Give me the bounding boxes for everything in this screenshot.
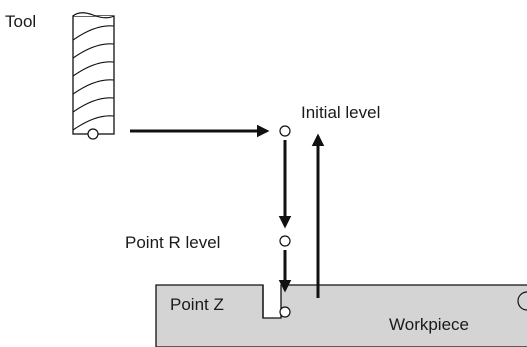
tool-label: Tool [5, 12, 36, 31]
initial-level-point [279, 125, 291, 137]
tool-icon [72, 12, 115, 140]
point-z-point [279, 306, 291, 318]
workpiece-label: Workpiece [389, 315, 469, 334]
initial-level-label: Initial level [301, 103, 380, 122]
point-z-label: Point Z [170, 295, 224, 314]
point-r-level-label: Point R level [125, 233, 220, 252]
workpiece-edge-mark [517, 291, 527, 311]
point-r-level-point [279, 235, 291, 247]
